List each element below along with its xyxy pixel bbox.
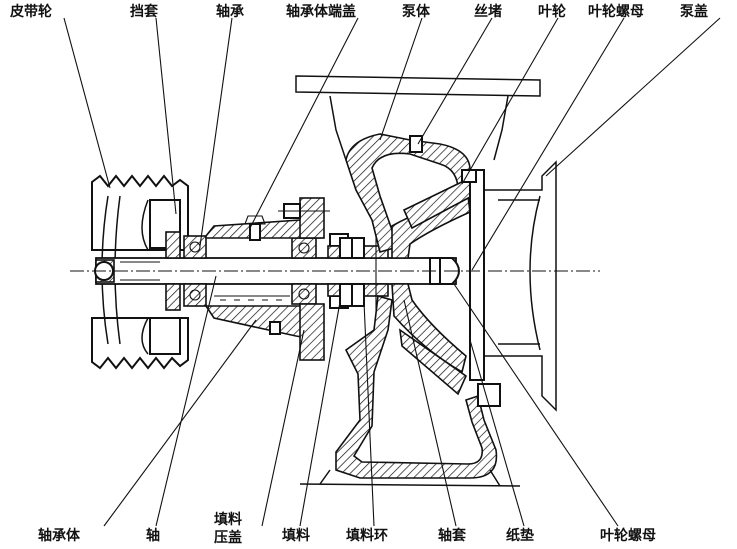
label-bearing-body: 轴承体 <box>38 527 81 544</box>
pump-drawing <box>63 17 721 527</box>
labels-top: 皮带轮 挡套 轴承 轴承体端盖 泵体 丝堵 叶轮 叶轮螺母 泵盖 <box>9 3 708 20</box>
labels-bottom: 轴承体 轴 填料 压盖 填料 填料环 轴套 纸垫 叶轮螺母 <box>38 511 656 546</box>
label-packing: 填料 <box>282 527 310 544</box>
label-pump-body: 泵体 <box>402 3 431 20</box>
leader-lines-top <box>63 17 721 271</box>
label-paper-gasket: 纸垫 <box>506 527 534 544</box>
impeller-shape <box>391 176 473 396</box>
label-bearing: 轴承 <box>216 3 244 20</box>
label-packing-gland-line2: 压盖 <box>214 529 242 546</box>
leader-lines-bottom <box>103 275 619 527</box>
label-packing-gland-line1: 填料 <box>214 511 242 528</box>
pump-body-shape <box>295 75 541 487</box>
label-impeller: 叶轮 <box>538 3 566 20</box>
label-screw-plug: 丝堵 <box>474 3 502 20</box>
pump-cover-shape <box>461 160 557 412</box>
belt-pulley-shape <box>91 174 189 370</box>
label-shaft-sleeve: 轴套 <box>438 527 466 544</box>
label-shaft: 轴 <box>146 527 160 544</box>
label-impeller-nut-top: 叶轮螺母 <box>588 3 644 20</box>
label-bearing-body-end-cover: 轴承体端盖 <box>286 3 356 20</box>
label-retaining-sleeve: 挡套 <box>130 3 158 20</box>
label-impeller-nut-bottom: 叶轮螺母 <box>600 527 656 544</box>
label-belt-pulley: 皮带轮 <box>9 3 52 20</box>
label-pump-cover: 泵盖 <box>680 3 708 20</box>
packing-area <box>327 236 389 310</box>
label-packing-ring: 填料环 <box>346 527 388 544</box>
